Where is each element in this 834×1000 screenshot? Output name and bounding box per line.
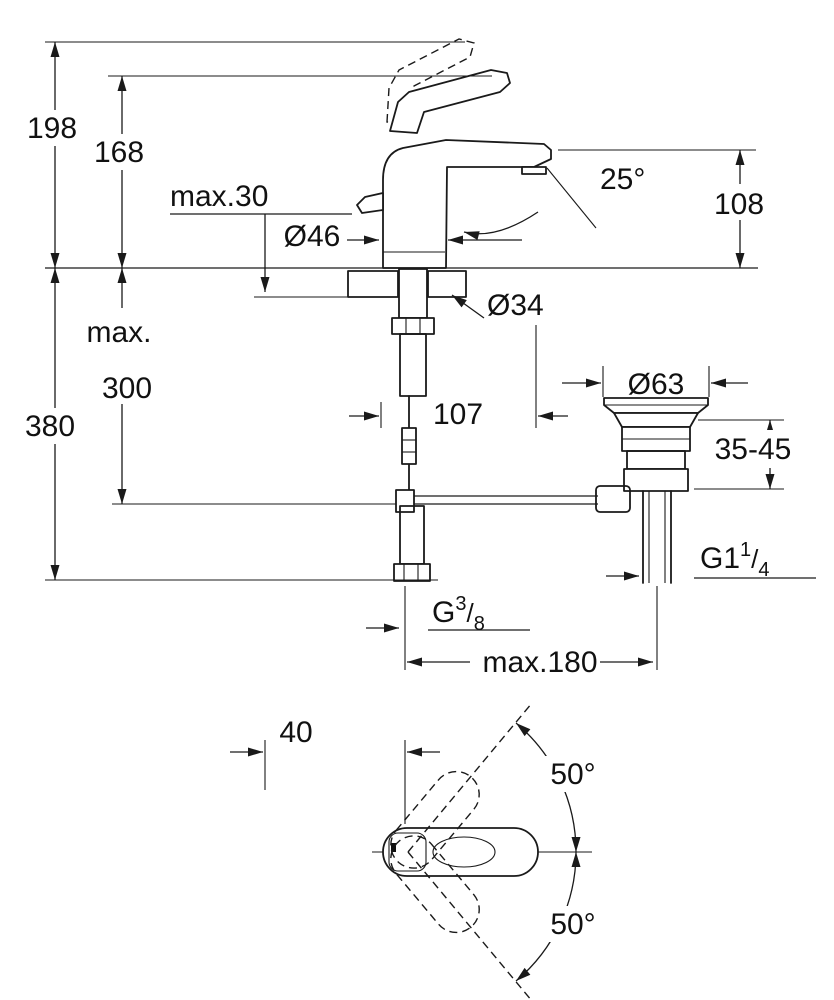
dim-3545-label: 35-45 (715, 433, 792, 466)
g38-sup: 3 (455, 593, 466, 615)
aerator (521, 166, 547, 175)
label-bg (541, 756, 605, 792)
faucet-side-view (356, 38, 597, 269)
leader-d34 (451, 294, 485, 319)
dim-d63-label: Ø63 (628, 368, 685, 401)
dim-40-label: 40 (279, 716, 312, 749)
g114-main: G1 (700, 542, 740, 575)
linkage-joint (395, 489, 415, 513)
label-bg (541, 906, 605, 942)
handle-position-up-dashed (390, 770, 480, 869)
flexible-hose-lower (399, 505, 425, 565)
g114-sup: 1 (740, 539, 751, 561)
dim-g114-label: G11/4 (700, 539, 770, 581)
dim-max30-label: max.30 (170, 180, 268, 213)
waste-neck (613, 412, 699, 428)
mounting-deck (45, 267, 758, 298)
g114-slash: / (751, 544, 759, 574)
supply-hoses (391, 268, 598, 582)
dim-max-word-label: max. (86, 316, 151, 349)
linkage-ball-joint (595, 485, 631, 513)
index-mark (391, 843, 396, 852)
dim-300-label: 300 (102, 372, 152, 405)
dim-d46-label: Ø46 (284, 220, 341, 253)
label-bg (18, 408, 84, 444)
dimension-lines (45, 41, 816, 670)
faucet-body-spout (382, 139, 552, 269)
g114-sub: 4 (758, 559, 769, 581)
spray-angle-line (546, 167, 597, 229)
flexible-hose-upper (399, 333, 427, 397)
waste-housing (623, 468, 689, 492)
label-bg (708, 184, 770, 220)
dim-max180-label: max.180 (482, 646, 597, 679)
body-top-outline (382, 827, 539, 877)
hose-nut (393, 563, 431, 582)
dim-107-label: 107 (433, 398, 483, 431)
deck-section-left (347, 270, 399, 298)
swivel-line-down (407, 851, 533, 1000)
g38-main: G (432, 596, 455, 629)
spray-angle-arrow (463, 211, 539, 240)
label-bg (708, 430, 798, 468)
handle-position-down-dashed (390, 835, 480, 934)
waste-thread-band (626, 450, 686, 470)
label-bg (86, 134, 152, 170)
label-bg (18, 110, 86, 146)
faucet-top-view (230, 702, 592, 1000)
dimension-labels: 198 168 max.30 Ø46 25° 108 Ø34 max. 300 … (18, 110, 798, 942)
dim-198-label: 198 (27, 112, 77, 145)
threaded-shank (398, 268, 428, 319)
dim-50deg-top-label: 50° (550, 758, 595, 791)
dim-168-label: 168 (94, 136, 144, 169)
dim-25deg-label: 25° (600, 163, 645, 196)
pull-rod-coupler (401, 427, 417, 465)
swivel-line-up (407, 702, 533, 853)
pop-up-waste (595, 397, 709, 584)
g38-sub: 8 (474, 613, 485, 635)
dim-50deg-bottom-label: 50° (550, 908, 595, 941)
g38-slash: / (466, 598, 474, 628)
deck-section-right (427, 270, 467, 298)
label-bg (78, 308, 162, 404)
dim-g38-label: G3/8 (432, 593, 485, 635)
dim-d34-label: Ø34 (487, 289, 544, 322)
dim-108-label: 108 (714, 188, 764, 221)
handle-base-top (388, 832, 427, 872)
mounting-nut (391, 317, 435, 335)
pop-up-rod-knob (356, 192, 384, 214)
dim-380-label: 380 (25, 410, 75, 443)
spout-top-ellipse (432, 836, 496, 868)
lever-handle (389, 69, 511, 134)
